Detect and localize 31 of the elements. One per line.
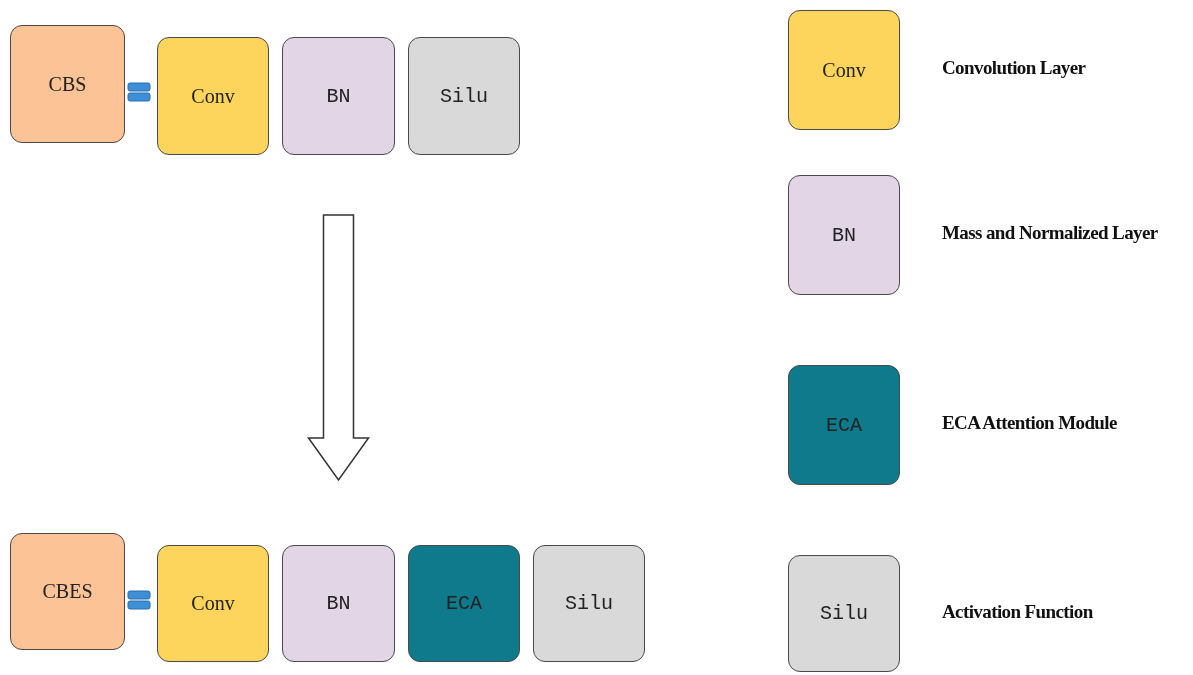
layer-box [157, 37, 269, 155]
layer-name: ECA [826, 413, 862, 437]
layer-name: CBS [48, 72, 87, 96]
layer-name: BN [832, 223, 856, 247]
layer-name: Conv [191, 592, 235, 615]
layer-box [533, 545, 645, 662]
layer-name: Silu [440, 84, 488, 108]
layer-box [10, 25, 125, 143]
layer-box [157, 545, 269, 662]
legend-description: Activation Function [942, 600, 1093, 623]
layer-name: Conv [822, 58, 866, 82]
layer-name: Silu [565, 592, 613, 615]
block-arrow [307, 214, 370, 482]
layer-box [10, 533, 125, 650]
layer-box [788, 175, 900, 295]
layer-box [282, 37, 395, 155]
layer-name: BN [326, 84, 351, 108]
layer-name: BN [326, 592, 351, 615]
layer-box [788, 365, 900, 485]
legend-description: ECA Attention Module [942, 412, 1117, 434]
layer-box [788, 555, 900, 672]
layer-box [282, 545, 395, 662]
layer-name: ECA [446, 592, 482, 615]
layer-name: CBES [42, 580, 93, 603]
layer-name: Conv [191, 84, 235, 108]
layer-box [408, 37, 520, 155]
layer-box [408, 545, 520, 662]
layer-box [788, 10, 900, 130]
legend-description: Mass and Normalized Layer [942, 222, 1158, 244]
legend-description: Convolution Layer [942, 57, 1086, 79]
layer-name: Silu [820, 602, 868, 625]
